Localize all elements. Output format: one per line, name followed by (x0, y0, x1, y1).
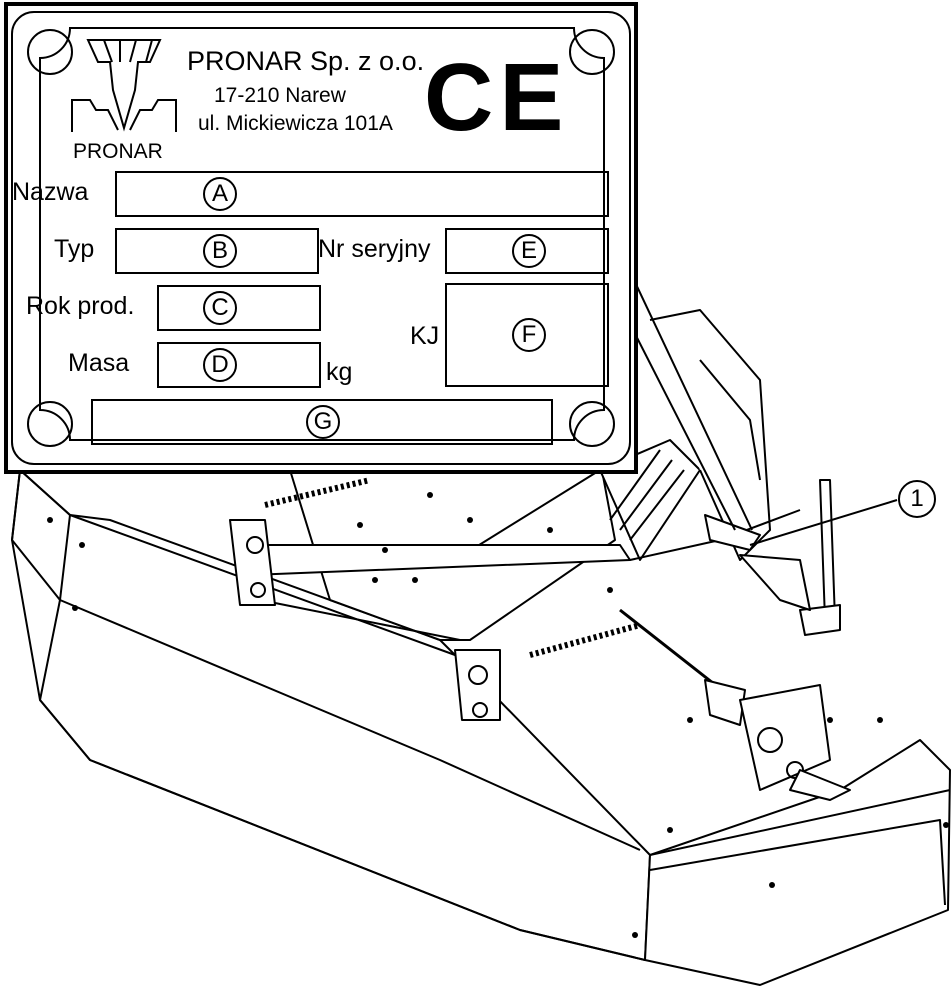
kj-box (445, 283, 609, 387)
field-letter-f: F (512, 318, 546, 352)
g-box (91, 399, 553, 445)
company-postcode: 17-210 Narew (214, 84, 346, 107)
screw-top-right (569, 29, 615, 75)
callout-leader (749, 499, 898, 546)
label-nazwa: Nazwa (12, 178, 89, 206)
hitch-bracket (739, 554, 811, 611)
plate-inner-border (39, 27, 605, 441)
front-guard (789, 769, 851, 801)
field-letter-b: B (203, 234, 237, 268)
deck-right-skirt (649, 819, 946, 906)
deck-right-section (644, 739, 951, 986)
top-link (699, 359, 761, 481)
lower-bellows (704, 679, 746, 726)
callout-1: 1 (898, 480, 936, 518)
field-letter-g: G (306, 405, 340, 439)
rear-gearbox (739, 684, 831, 791)
center-hanger (454, 649, 501, 721)
label-kj: KJ (410, 322, 440, 350)
screw-bottom-left (27, 401, 73, 447)
screw-top-left (27, 29, 73, 75)
stand-foot (799, 604, 841, 636)
label-rok-prod: Rok prod. (26, 292, 135, 320)
label-masa-unit: kg (326, 358, 353, 386)
left-hanger (229, 519, 276, 606)
label-typ: Typ (54, 235, 95, 263)
plate-mount (704, 514, 761, 551)
label-nr-seryjny: Nr seryjny (318, 235, 431, 263)
nazwa-box (115, 171, 609, 217)
company-street: ul. Mickiewicza 101A (198, 112, 393, 135)
field-letter-e: E (512, 234, 546, 268)
field-letter-c: C (203, 291, 237, 325)
typ-box (115, 228, 319, 274)
masa-box (157, 342, 321, 388)
field-letter-d: D (203, 348, 237, 382)
field-letter-a: A (203, 177, 237, 211)
screw-bottom-right (569, 401, 615, 447)
zoom-line-lower (627, 319, 736, 531)
spring-center (529, 622, 641, 658)
deck-front-fold (59, 599, 641, 851)
deck-lower-edge (39, 599, 646, 961)
company-name: PRONAR Sp. z o.o. (187, 46, 425, 76)
zoom-line-upper (633, 279, 753, 531)
rok-prod-box (157, 285, 321, 331)
frame-beam-lower (259, 599, 461, 641)
pronar-logo (71, 39, 177, 132)
plate-border (11, 11, 631, 465)
nr-seryjny-box (445, 228, 609, 274)
deck-right-top (649, 789, 951, 856)
ce-mark: CE (424, 44, 570, 151)
label-masa: Masa (68, 349, 130, 377)
logo-text: PRONAR (73, 140, 163, 163)
bellows (609, 449, 685, 541)
